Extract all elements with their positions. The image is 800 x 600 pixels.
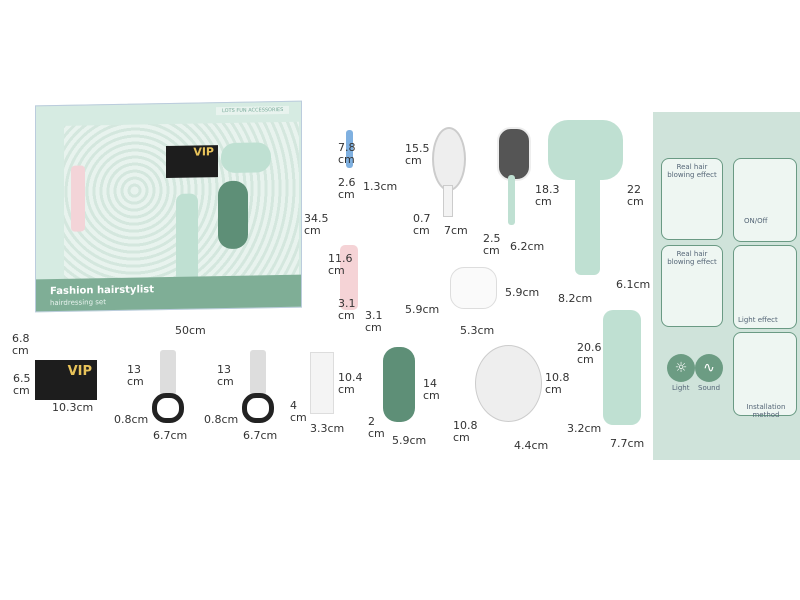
mirror <box>432 127 466 191</box>
package-subtitle: hairdressing set <box>50 298 106 308</box>
dimension-label: 5.9cm <box>405 303 440 316</box>
package-vip-card: VIP <box>166 145 218 179</box>
hair-clip <box>346 130 353 168</box>
dimension-label: 0.7 cm <box>413 212 431 237</box>
feature-card-diffuser: Real hair blowing effect <box>661 245 723 327</box>
dimension-label: 0.8cm <box>114 413 149 426</box>
scissors-1-handle <box>152 393 184 423</box>
brush-handle <box>508 175 515 225</box>
light-effect-caption: Light effect <box>738 316 778 324</box>
comb-attachment <box>310 352 334 414</box>
dimension-label: 13 cm <box>217 363 234 388</box>
scissors-2-handle <box>242 393 274 423</box>
dimension-label: 3.3cm <box>310 422 345 435</box>
dimension-label: 4.4cm <box>514 439 549 452</box>
dimension-label: 7.7cm <box>610 437 645 450</box>
feature-card-installation: Installation method <box>733 332 797 419</box>
hair-straightener <box>603 310 641 425</box>
feature-card-light: Light effect <box>733 245 797 329</box>
dimension-label: 10.3cm <box>52 401 94 414</box>
feature-card-dryer: Real hair blowing effect <box>661 158 723 240</box>
dimension-label: 22 cm <box>627 183 644 208</box>
hair-dryer-handle <box>575 175 600 275</box>
onoff-caption: ON/Off <box>744 217 768 225</box>
package-title: Fashion hairstylist <box>50 284 155 298</box>
package-dryer <box>221 142 271 174</box>
dimension-label: 6.5 cm <box>13 372 31 397</box>
dimension-label: 1.3cm <box>363 180 398 193</box>
dimension-label: 5.9cm <box>392 434 427 447</box>
dimension-label: 6.8 cm <box>12 332 30 357</box>
dimension-label: 10.8 cm <box>545 371 570 396</box>
dimension-label: 50cm <box>175 324 206 337</box>
dimension-label: 7cm <box>444 224 468 237</box>
package-bottle <box>71 165 85 232</box>
dimension-label: 20.6 cm <box>577 341 602 366</box>
dimension-label: 6.7cm <box>243 429 278 442</box>
dimension-label: 5.3cm <box>460 324 495 337</box>
dimension-label: 0.8cm <box>204 413 239 426</box>
spray-bottle <box>340 245 358 310</box>
dimension-label: 4 cm <box>290 399 307 424</box>
hair-dryer <box>548 120 623 180</box>
dimension-label: 7.8 cm <box>338 141 356 166</box>
mirror-handle <box>443 185 453 217</box>
dimension-label: 6.7cm <box>153 429 188 442</box>
sound-wave-icon: ∿ <box>695 354 723 382</box>
dimension-label: 18.3 cm <box>535 183 560 208</box>
dimension-label: 6.1cm <box>616 278 651 291</box>
dimension-label: 10.8 cm <box>453 419 478 444</box>
dimension-label: 10.4 cm <box>338 371 363 396</box>
dimension-label: 14 cm <box>423 377 440 402</box>
vip-card: VIP <box>35 360 97 400</box>
dimension-label: 2 cm <box>368 415 385 440</box>
feature-panel: Real hair blowing effect ON/Off Real hai… <box>653 112 800 460</box>
diffuser <box>475 345 542 422</box>
installation-caption: Installation method <box>746 403 786 419</box>
brush <box>497 127 531 181</box>
dimension-label: 5.9cm <box>505 286 540 299</box>
package-base <box>218 180 248 250</box>
package-badge: LOTS FUN ACCESSORIES <box>216 105 290 116</box>
dimension-label: 8.2cm <box>558 292 593 305</box>
dimension-label: 15.5 cm <box>405 142 430 167</box>
dimension-label: 13 cm <box>127 363 144 388</box>
scissors-1 <box>160 350 176 395</box>
dimension-label: 34.5 cm <box>304 212 329 237</box>
dimension-label: 3.2cm <box>567 422 602 435</box>
package-box: LOTS FUN ACCESSORIES VIP Fashion hairsty… <box>35 100 302 313</box>
straightener-base <box>383 347 415 422</box>
dimension-label: 2.6 cm <box>338 176 356 201</box>
dimension-label: 3.1 cm <box>338 297 356 322</box>
sound-label: Sound <box>698 384 721 392</box>
dimension-label: 3.1 cm <box>365 309 383 334</box>
dimension-label: 11.6 cm <box>328 252 353 277</box>
light-label: Light <box>672 384 690 392</box>
feature-card-onoff: ON/Off <box>733 158 797 242</box>
dimension-label: 2.5 cm <box>483 232 501 257</box>
nozzle <box>450 267 497 309</box>
lightbulb-icon: ☼ <box>667 354 695 382</box>
dimension-label: 6.2cm <box>510 240 545 253</box>
scissors-2 <box>250 350 266 395</box>
